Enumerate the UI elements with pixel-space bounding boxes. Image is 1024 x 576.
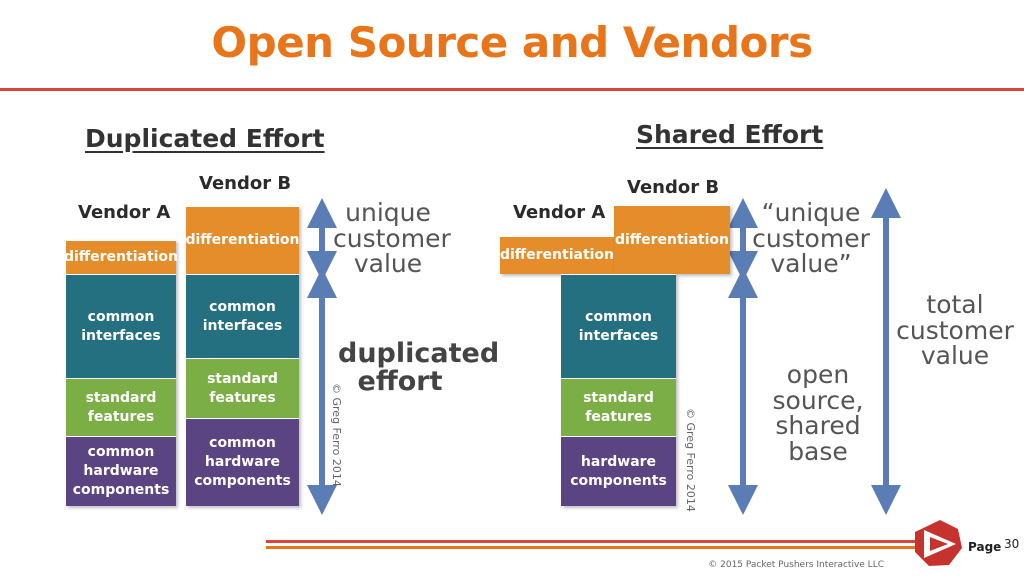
left-vendor-a-standard-features: standard features bbox=[66, 378, 176, 436]
left-vendor-a-common-interfaces: common interfaces bbox=[66, 274, 176, 378]
total-customer-value-note: total customer value bbox=[896, 290, 1014, 370]
left-vendor-b-hardware: common hardware components bbox=[186, 418, 299, 506]
right-vendor-b-label: Vendor B bbox=[627, 177, 720, 198]
shared-hardware-components: hardware components bbox=[561, 436, 676, 506]
left-vendor-a-label: Vendor A bbox=[78, 202, 171, 223]
shared-standard-features: standard features bbox=[561, 378, 676, 436]
left-vendor-a-hardware: common hardware components bbox=[66, 436, 176, 506]
left-vendor-b-differentiation: differentiation bbox=[185, 206, 300, 274]
page-title: Open Source and Vendors bbox=[211, 18, 813, 67]
packet-pushers-logo bbox=[915, 520, 962, 566]
left-vendor-a-differentiation: differentiation bbox=[64, 240, 178, 274]
shared-common-interfaces: common interfaces bbox=[561, 274, 676, 378]
footer-copyright: © 2015 Packet Pushers Interactive LLC bbox=[708, 560, 884, 570]
right-vendor-b-differentiation: differentiation bbox=[614, 205, 730, 274]
shared-effort-heading: Shared Effort bbox=[636, 120, 824, 149]
right-vendor-a-differentiation: differentiation bbox=[500, 236, 614, 274]
left-vendor-b-standard-features: standard features bbox=[186, 358, 299, 418]
left-unique-value-note: unique customer value bbox=[333, 198, 451, 278]
left-vendor-b-common-interfaces: common interfaces bbox=[186, 274, 299, 358]
duplicated-effort-heading: Duplicated Effort bbox=[85, 124, 325, 153]
page-label: Page bbox=[968, 540, 1002, 554]
right-unique-value-note: “unique customer value” bbox=[752, 198, 870, 278]
page-number: 30 bbox=[1004, 537, 1020, 551]
title-divider bbox=[0, 88, 1024, 91]
left-vendor-b-label: Vendor B bbox=[199, 173, 292, 194]
open-source-shared-base-note: open source, shared base bbox=[772, 360, 864, 466]
right-vendor-a-label: Vendor A bbox=[513, 202, 606, 223]
